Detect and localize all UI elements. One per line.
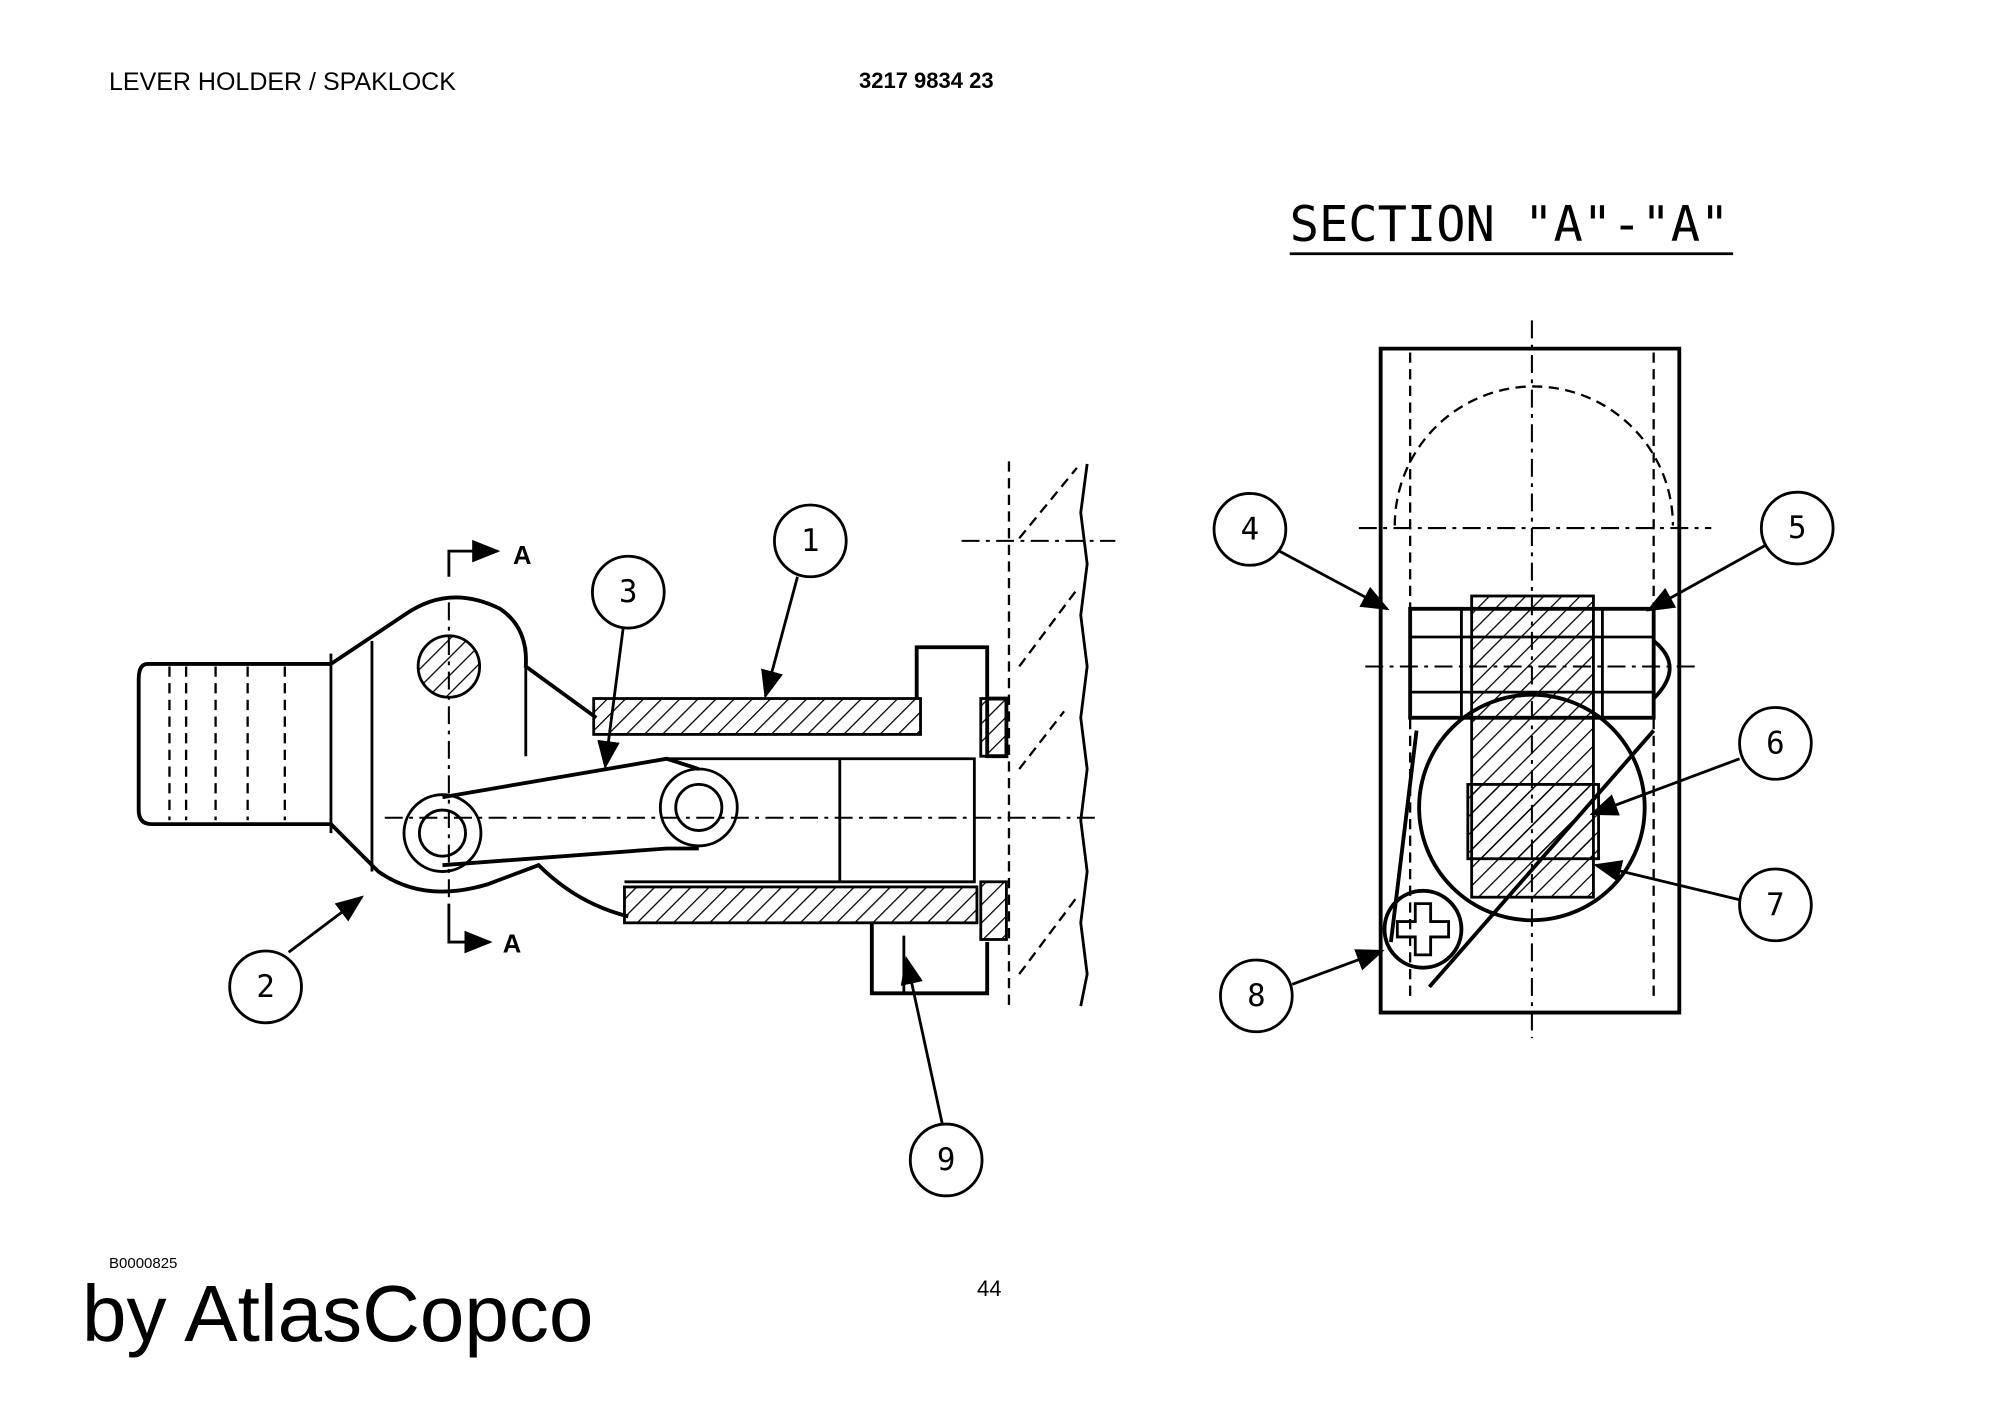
- svg-text:2: 2: [256, 969, 275, 1005]
- svg-text:3: 3: [619, 574, 638, 610]
- reference-code: B0000825: [109, 1255, 178, 1272]
- side-view: A A: [136, 461, 1116, 1007]
- callout-8: 8: [1219, 958, 1294, 1034]
- callout-5: 5: [1759, 490, 1835, 566]
- callout-6: 6: [1738, 706, 1813, 781]
- section-marker-bottom: A: [503, 930, 522, 958]
- svg-text:7: 7: [1766, 887, 1785, 923]
- svg-text:1: 1: [801, 523, 820, 559]
- callout-7: 7: [1738, 867, 1813, 943]
- svg-text:6: 6: [1766, 725, 1785, 761]
- document-title: LEVER HOLDER / SPAKLOCK: [109, 68, 456, 96]
- svg-text:8: 8: [1247, 978, 1266, 1014]
- section-title: SECTION "A"-"A": [1290, 197, 1730, 253]
- svg-text:5: 5: [1788, 510, 1807, 546]
- svg-text:4: 4: [1241, 511, 1260, 547]
- svg-text:9: 9: [937, 1142, 956, 1178]
- callout-3: 3: [591, 554, 666, 630]
- section-marker-top: A: [513, 542, 532, 570]
- callout-9: 9: [908, 1122, 984, 1198]
- callout-1: 1: [773, 503, 848, 579]
- page-number: 44: [977, 1276, 1002, 1301]
- callout-2: 2: [228, 949, 303, 1025]
- callout-4: 4: [1212, 492, 1288, 567]
- brand-footer: by AtlasCopco: [82, 1269, 594, 1358]
- part-number: 3217 9834 23: [859, 68, 994, 93]
- section-view: [1358, 320, 1712, 1039]
- leader-lines: [287, 543, 1768, 1125]
